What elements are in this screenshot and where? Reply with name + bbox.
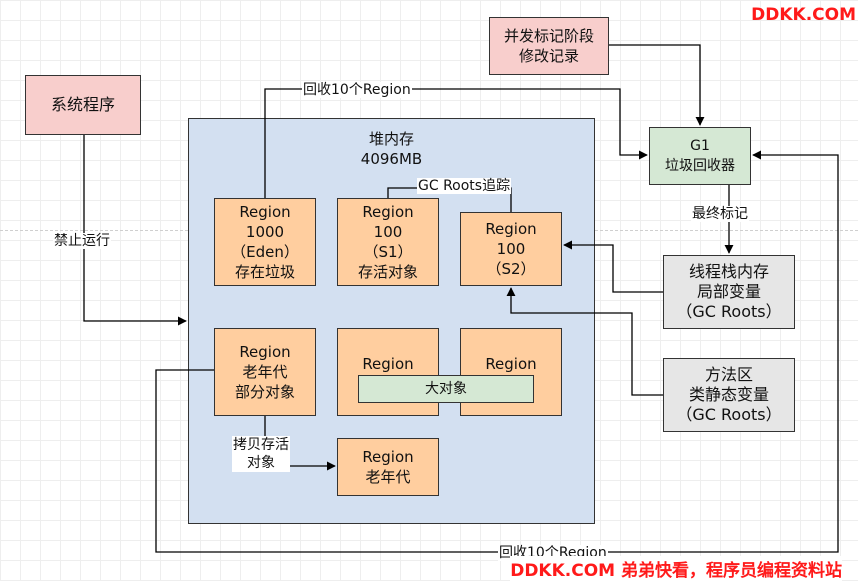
region-eden-line2: 1000 — [245, 223, 285, 241]
region-large-right-label: Region — [485, 355, 537, 373]
heap-title: 堆内存 — [368, 130, 414, 148]
system-program: 系统程序 — [25, 75, 141, 135]
method-area-gc-roots: 方法区 类静态变量 （GC Roots） — [663, 358, 795, 432]
region-old-partial-line3: 部分对象 — [234, 383, 295, 401]
method-area-line2: 类静态变量 — [688, 385, 769, 404]
region-eden-line3: （Eden） — [231, 243, 299, 261]
thread-stack-line2: 局部变量 — [696, 282, 761, 301]
label-stop-running: 禁止运行 — [53, 233, 111, 249]
thread-stack-line3: （GC Roots） — [676, 302, 782, 321]
region-s2-line2: 100 — [496, 240, 526, 258]
edge-thread-stack-to-s2 — [563, 240, 663, 293]
region-s1-line2: 100 — [373, 223, 403, 241]
label-final-mark: 最终标记 — [691, 206, 749, 222]
region-s2-line1: Region — [485, 220, 537, 238]
edge-method-area-to-s2 — [506, 287, 663, 396]
label-copy-alive: 拷贝存活 对象 — [232, 436, 290, 472]
region-old-partial-line1: Region — [239, 343, 291, 361]
region-s1: Region 100 （S1） 存活对象 — [337, 198, 439, 286]
label-gc-roots-trace: GC Roots追踪 — [417, 178, 512, 194]
concurrent-mark-line2: 修改记录 — [518, 47, 579, 65]
system-program-label: 系统程序 — [50, 95, 115, 114]
thread-stack-line1: 线程栈内存 — [688, 262, 769, 281]
region-s1-line1: Region — [362, 203, 414, 221]
g1-line1: G1 — [690, 138, 710, 154]
label-recycle-top: 回收10个Region — [302, 82, 412, 98]
region-eden-line1: Region — [239, 203, 291, 221]
region-large-left-label: Region — [362, 355, 414, 373]
region-old-partial: Region 老年代 部分对象 — [214, 328, 316, 416]
edge-concurrent-to-g1 — [609, 44, 705, 126]
thread-stack-gc-roots: 线程栈内存 局部变量 （GC Roots） — [663, 255, 795, 329]
region-old-target-line1: Region — [362, 448, 414, 466]
edge-old-to-g1 — [155, 150, 839, 553]
region-eden: Region 1000 （Eden） 存在垃圾 — [214, 198, 316, 286]
region-s2-line3: （S2） — [486, 260, 536, 278]
region-s1-line3: （S1） — [363, 243, 413, 261]
label-copy-alive-line2: 对象 — [247, 455, 275, 471]
g1-line2: 垃圾回收器 — [665, 158, 735, 174]
large-object-label: 大对象 — [425, 381, 467, 397]
region-old-target-line2: 老年代 — [365, 468, 411, 486]
region-s2: Region 100 （S2） — [460, 212, 562, 286]
edge-system-to-heap — [83, 135, 187, 326]
g1-collector: G1 垃圾回收器 — [649, 127, 751, 185]
brand-top: DDKK.COM — [751, 5, 856, 25]
region-eden-line4: 存在垃圾 — [234, 263, 295, 281]
edge-eden-to-g1 — [264, 88, 648, 198]
method-area-line1: 方法区 — [704, 365, 753, 384]
region-old-partial-line2: 老年代 — [242, 363, 288, 381]
heap-size: 4096MB — [360, 150, 423, 168]
concurrent-mark-record: 并发标记阶段 修改记录 — [489, 17, 609, 75]
region-old-target: Region 老年代 — [337, 438, 439, 496]
region-s1-line4: 存活对象 — [357, 263, 418, 281]
brand-bottom: DDKK.COM 弟弟快看，程序员编程资料站 — [510, 556, 842, 581]
label-copy-alive-line1: 拷贝存活 — [233, 437, 289, 453]
concurrent-mark-line1: 并发标记阶段 — [503, 27, 594, 45]
large-object: 大对象 — [358, 375, 534, 403]
method-area-line3: （GC Roots） — [676, 405, 782, 424]
